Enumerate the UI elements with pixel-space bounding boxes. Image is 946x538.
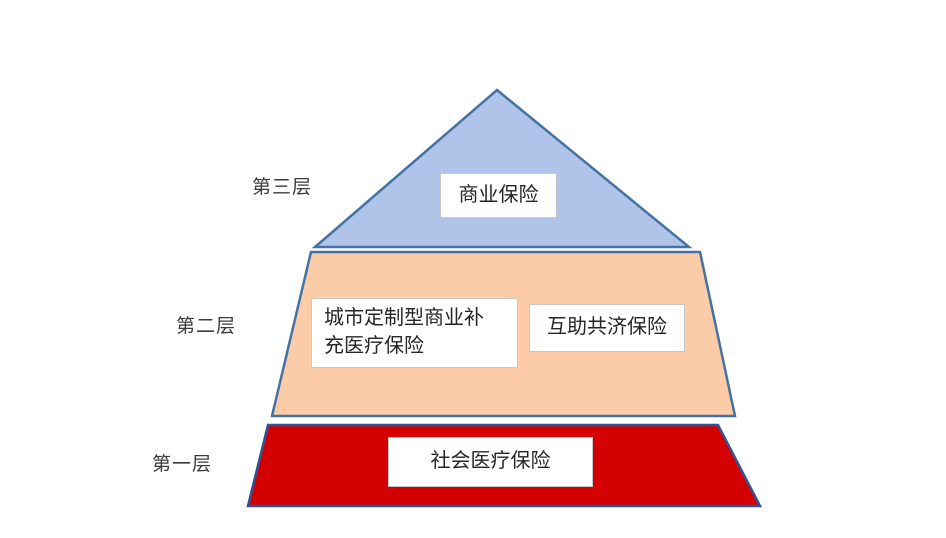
commercial-insurance-box[interactable]: 商业保险 xyxy=(440,173,557,218)
mutual-aid-insurance-box[interactable]: 互助共济保险 xyxy=(529,304,685,352)
tier-2-label: 第二层 xyxy=(176,316,237,337)
social-medical-insurance-text: 社会医疗保险 xyxy=(430,450,551,473)
tier-3-shape[interactable] xyxy=(311,88,693,249)
city-supplement-line-1: 城市定制型商业补 xyxy=(324,307,484,330)
city-supplement-insurance-text: 城市定制型商业补 充医疗保险 xyxy=(324,305,484,360)
commercial-insurance-text: 商业保险 xyxy=(458,183,539,206)
tier-1-label: 第一层 xyxy=(152,454,213,475)
social-medical-insurance-box[interactable]: 社会医疗保险 xyxy=(388,437,593,487)
mutual-aid-insurance-text: 互助共济保险 xyxy=(547,316,667,339)
city-supplement-line-2: 充医疗保险 xyxy=(324,335,424,357)
tier-3-label: 第三层 xyxy=(252,177,313,198)
city-supplement-insurance-box[interactable]: 城市定制型商业补 充医疗保险 xyxy=(311,298,518,368)
